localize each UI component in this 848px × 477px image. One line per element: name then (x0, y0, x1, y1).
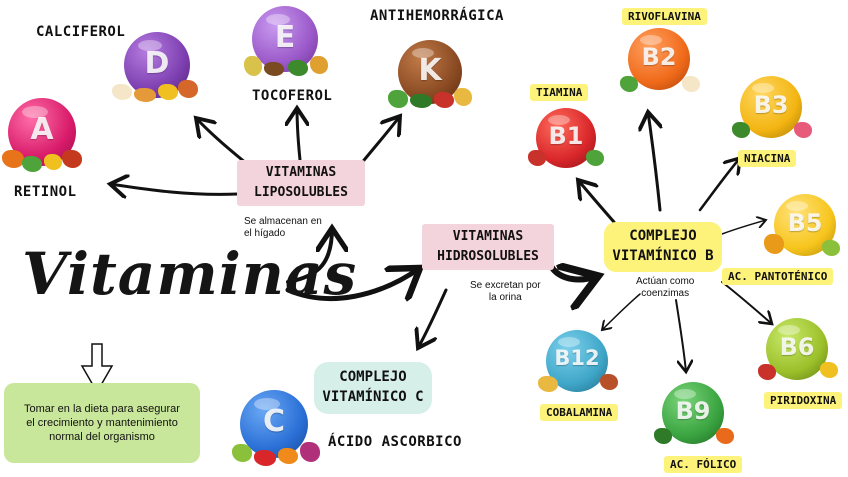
arrow-lipo-to-a (110, 184, 240, 194)
vitamin-b9-label: AC. FÓLICO (664, 456, 743, 473)
vitamin-b12-label: COBALAMINA (540, 404, 619, 421)
vitamin-b2-ball: B2 (628, 28, 690, 90)
vitamin-d-label: CALCIFEROL (36, 24, 126, 40)
arrow-b-to-b9 (675, 299, 686, 372)
vitamin-b5-label: AC. PANTOTÉNICO (722, 268, 834, 285)
vitamin-a-label: RETINOL (14, 184, 77, 200)
vitamin-b3-label: NIACINA (738, 150, 797, 167)
vitamin-e-ball: E (252, 6, 318, 72)
liposolubles-note: Se almacenan en el hígado (244, 216, 322, 239)
complejo-b-note: Actúan como coenzimas (636, 276, 695, 299)
arrow-hidro-to-b (545, 255, 598, 279)
vitamin-b12-ball: B12 (546, 330, 608, 392)
vitamin-b3-ball: B3 (740, 76, 802, 138)
vitamin-c-ball: C (240, 390, 308, 458)
arrow-lipo-to-e (297, 108, 300, 162)
arrow-b-to-b5 (721, 220, 766, 235)
complejo-c-box: COMPLEJO VITAMÍNICO C (314, 362, 432, 414)
vitamin-b9-ball: B9 (662, 382, 724, 444)
vitamin-b2-label: RIVOFLAVINA (622, 8, 707, 25)
arrow-title-to-hidrosolubles (285, 268, 420, 299)
vitamin-c-label: ÁCIDO ASCORBICO (328, 434, 462, 450)
arrow-b-to-b12 (602, 293, 641, 330)
vitamin-d-ball: D (124, 32, 190, 98)
vitamin-k-ball: K (398, 40, 462, 104)
complejo-b-box: COMPLEJO VITAMÍNICO B (604, 222, 722, 272)
hidrosolubles-box: VITAMINAS HIDROSOLUBLES (422, 224, 554, 270)
diet-note: Tomar en la dieta para asegurar el creci… (4, 383, 200, 463)
page-title: Vitaminas (22, 240, 358, 308)
down-arrow-icon (80, 343, 114, 394)
vitamin-b6-label: PIRIDOXINA (764, 392, 843, 409)
arrow-b-to-b1 (578, 180, 616, 224)
arrow-hidro-to-c (418, 288, 448, 348)
vitamin-k-label: ANTIHEMORRÁGICA (370, 8, 504, 24)
arrow-b-to-b2 (648, 112, 660, 212)
vitamin-b1-label: TIAMINA (530, 84, 589, 101)
arrow-b-to-b6 (721, 281, 772, 324)
arrow-title-to-liposolubles (286, 228, 332, 284)
liposolubles-box: VITAMINAS LIPOSOLUBLES (237, 160, 365, 206)
vitamin-b6-ball: B6 (766, 318, 828, 380)
hidrosolubles-note: Se excretan por la orina (470, 280, 541, 303)
arrow-b-to-b3 (698, 158, 740, 212)
vitamin-e-label: TOCOFEROL (252, 88, 333, 104)
vitamin-a-ball: A (8, 98, 76, 166)
